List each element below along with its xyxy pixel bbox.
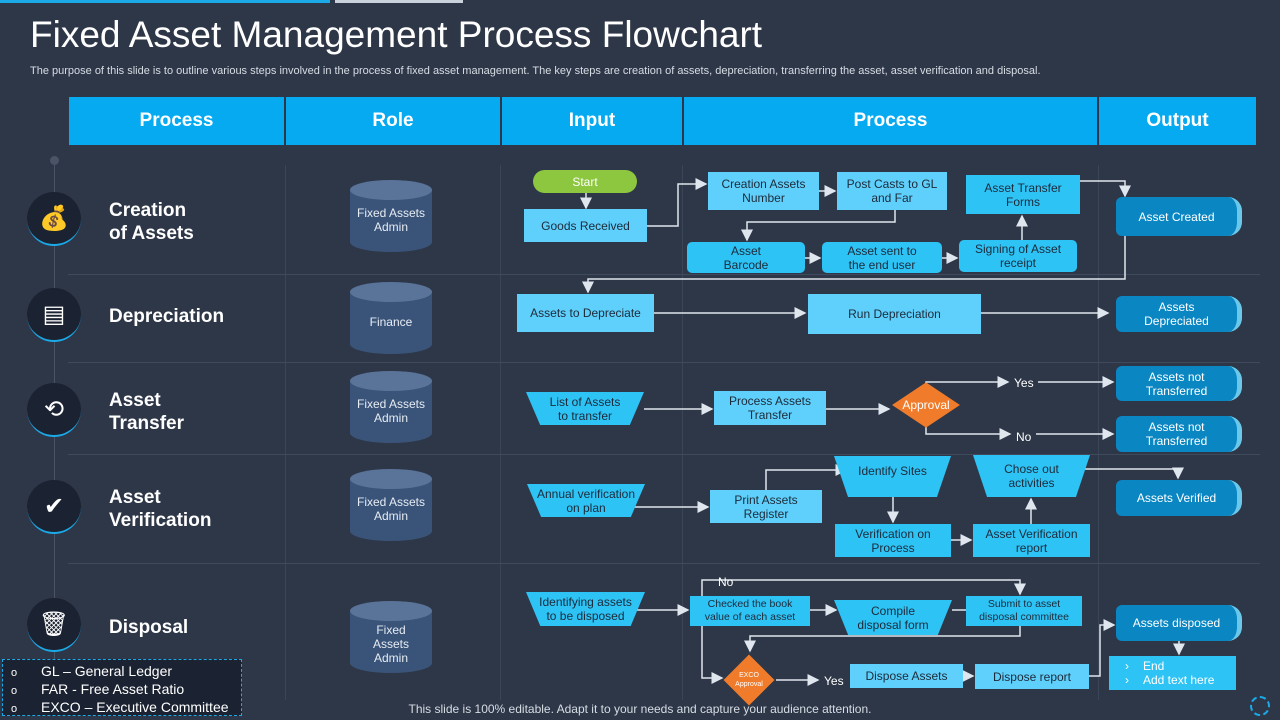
loading-spinner-icon: [1250, 696, 1270, 716]
compile-disposal-form-box: Compile disposal form: [834, 600, 952, 635]
identify-sites-box: Identify Sites: [834, 456, 951, 497]
role-cylinder: Fixed Assets Admin: [350, 180, 432, 252]
no-label: No: [1016, 430, 1032, 444]
legend-item: FAR - Free Asset Ratio: [11, 681, 233, 699]
money-hand-icon: 💰: [27, 192, 81, 246]
checked-book-value-box: Checked the book value of each asset: [690, 596, 810, 626]
role-cylinder: Fixed Assets Admin: [350, 469, 432, 541]
output-assets-disposed: Assets disposed: [1116, 605, 1242, 641]
divider: [682, 165, 683, 700]
divider: [68, 454, 1260, 455]
process-assets-transfer-box: Process Assets Transfer: [714, 391, 826, 425]
role-cylinder: Finance: [350, 282, 432, 354]
transfer-icon: ⟲: [27, 383, 81, 437]
exco-approval-label: EXCO Approval: [735, 672, 763, 688]
footer-note: This slide is 100% editable. Adapt it to…: [408, 702, 872, 716]
end-item: ›End: [1125, 659, 1165, 673]
divider: [285, 165, 286, 700]
dispose-report-box: Dispose report: [975, 664, 1089, 689]
yes-label: Yes: [824, 674, 844, 688]
annual-verification-box: Annual verification on plan: [527, 484, 645, 517]
header-output: Output: [1099, 97, 1256, 145]
role-cylinder: Fixed Assets Admin: [350, 371, 432, 443]
role-cylinder: Fixed Assets Admin: [350, 601, 432, 673]
goods-received-box: Goods Received: [524, 209, 647, 242]
post-casts-box: Post Casts to GL and Far: [837, 172, 947, 210]
row-label-depreciation: Depreciation: [109, 306, 225, 327]
header-role: Role: [286, 97, 500, 145]
asset-transfer-forms-box: Asset Transfer Forms: [966, 175, 1080, 214]
output-not-transferred-yes: Assets not Transferred: [1116, 366, 1242, 401]
identifying-assets-box: Identifying assets to be disposed: [526, 592, 645, 626]
accent-bar: [0, 0, 330, 3]
output-asset-created: Asset Created: [1116, 197, 1242, 236]
asset-barcode-box: Asset Barcode: [687, 242, 805, 273]
legend-item: GL – General Ledger: [11, 663, 233, 681]
output-not-transferred-no: Assets not Transferred: [1116, 416, 1242, 452]
print-assets-register-box: Print Assets Register: [710, 490, 822, 523]
row-label-disposal: Disposal: [109, 617, 189, 638]
trash-icon: 🗑: [27, 598, 81, 652]
no-label: No: [718, 575, 734, 589]
submit-committee-box: Submit to asset disposal committee: [966, 596, 1082, 626]
page-title: Fixed Asset Management Process Flowchart: [30, 14, 763, 55]
add-text-item: ›Add text here: [1125, 673, 1215, 687]
divider: [500, 165, 501, 700]
page-subtitle: The purpose of this slide is to outline …: [30, 65, 1041, 77]
check-icon: ✔: [27, 480, 81, 534]
divider: [68, 274, 1260, 275]
divider: [68, 563, 1260, 564]
list-of-assets-box: List of Assets to transfer: [526, 392, 644, 425]
creation-assets-number-box: Creation Assets Number: [708, 172, 819, 210]
assets-to-depreciate-box: Assets to Depreciate: [517, 294, 654, 332]
output-assets-verified: Assets Verified: [1116, 480, 1242, 516]
timeline-dot: [50, 156, 59, 165]
legend-item: EXCO – Executive Committee: [11, 699, 233, 717]
header-process: Process: [69, 97, 284, 145]
yes-label: Yes: [1014, 376, 1034, 390]
run-depreciation-box: Run Depreciation: [808, 294, 981, 334]
end-box: ›End ›Add text here: [1109, 656, 1236, 690]
start-node: Start: [533, 170, 637, 193]
output-assets-depreciated: Assets Depreciated: [1116, 296, 1242, 332]
divider: [68, 362, 1260, 363]
legend-box: GL – General Ledger FAR - Free Asset Rat…: [2, 659, 242, 716]
verification-on-process-box: Verification on Process: [835, 524, 951, 557]
divider: [1098, 165, 1099, 700]
header-process-2: Process: [684, 97, 1097, 145]
accent-bar: [335, 0, 463, 3]
approval-label: Approval: [902, 398, 950, 412]
asset-verification-report-box: Asset Verification report: [973, 524, 1090, 557]
signing-box: Signing of Asset receipt: [959, 240, 1077, 272]
asset-sent-box: Asset sent to the end user: [822, 242, 942, 273]
dispose-assets-box: Dispose Assets: [850, 664, 963, 688]
chose-out-activities-box: Chose out activities: [973, 455, 1090, 497]
depreciation-chart-icon: ▤: [27, 288, 81, 342]
header-input: Input: [502, 97, 682, 145]
